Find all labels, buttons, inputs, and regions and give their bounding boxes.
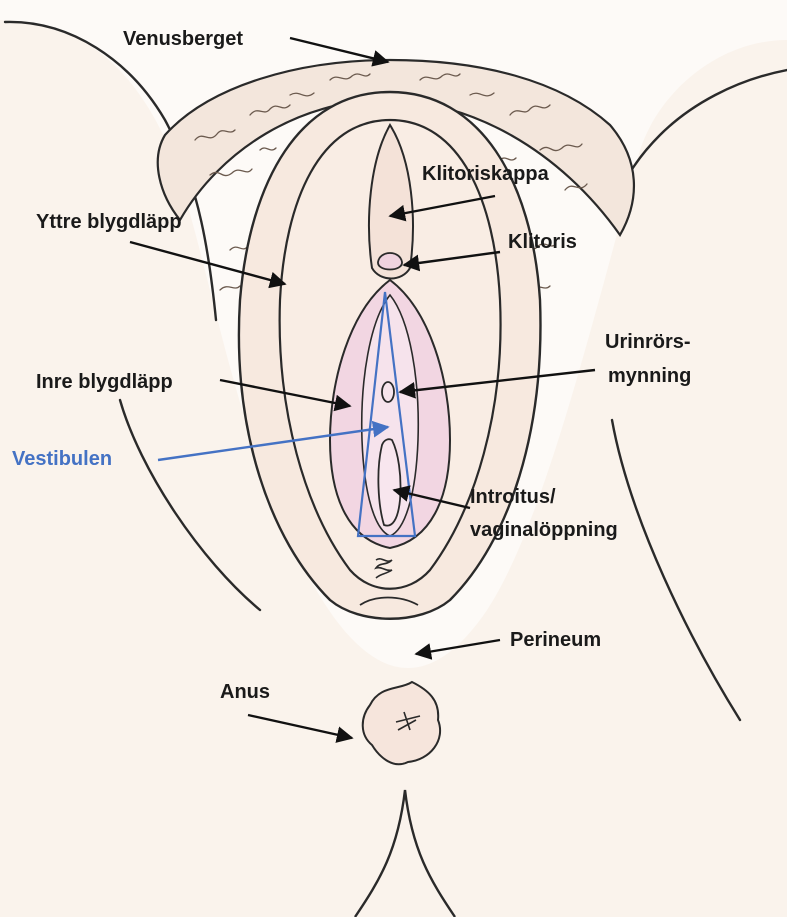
clitoris [378, 253, 402, 270]
urethral-opening [382, 382, 394, 402]
label-perineum: Perineum [510, 628, 601, 652]
label-introitus-line2: vaginalöppning [470, 518, 618, 542]
label-anus: Anus [220, 680, 270, 704]
label-vestibulen: Vestibulen [12, 447, 112, 471]
label-urinrors-line1: Urinrörs- [605, 330, 691, 354]
label-inre-blygdlapp: Inre blygdläpp [36, 370, 173, 394]
label-venusberget: Venusberget [123, 27, 243, 51]
label-klitoris: Klitoris [508, 230, 577, 254]
vaginal-opening [378, 439, 400, 525]
label-urinrors-line2: mynning [608, 364, 691, 388]
label-introitus-line1: Introitus/ [470, 485, 556, 509]
label-yttre-blygdlapp: Yttre blygdläpp [36, 210, 182, 234]
label-klitoriskappa: Klitoriskappa [422, 162, 549, 186]
